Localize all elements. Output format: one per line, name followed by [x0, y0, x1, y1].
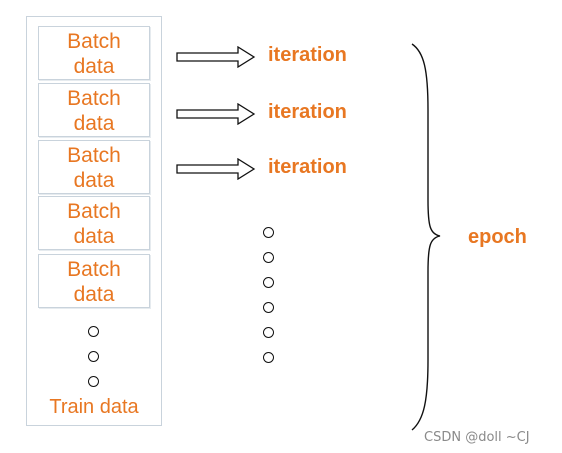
ellipsis-dot [88, 326, 99, 337]
right-arrow-icon [176, 103, 256, 125]
batch-label-line2: data [73, 112, 115, 135]
right-arrow-icon [176, 46, 256, 68]
batch-label-line1: Batch [67, 87, 121, 110]
ellipsis-dot [88, 376, 99, 387]
batch-label-line1: Batch [67, 200, 121, 223]
ellipsis-dot [263, 252, 274, 263]
batch-data-block-5: Batch data [38, 254, 150, 308]
ellipsis-dot [263, 327, 274, 338]
ellipsis-dot [263, 302, 274, 313]
batch-label-line2: data [73, 283, 115, 306]
batch-label-line1: Batch [67, 144, 121, 167]
ellipsis-dot [263, 352, 274, 363]
batch-label-line2: data [73, 55, 115, 78]
batch-data-block-1: Batch data [38, 26, 150, 80]
batch-label-line2: data [73, 169, 115, 192]
iteration-label: iteration [268, 101, 347, 123]
iteration-label: iteration [268, 44, 347, 66]
right-arrow-icon [176, 158, 256, 180]
batch-label-line1: Batch [67, 30, 121, 53]
ellipsis-dot [88, 351, 99, 362]
batch-data-block-2: Batch data [38, 83, 150, 137]
batch-label-line1: Batch [67, 258, 121, 281]
epoch-label: epoch [468, 226, 527, 248]
batch-data-block-4: Batch data [38, 196, 150, 250]
ellipsis-dot [263, 277, 274, 288]
batch-data-block-3: Batch data [38, 140, 150, 194]
watermark: CSDN @doll ~CJ [424, 430, 530, 445]
iteration-label: iteration [268, 156, 347, 178]
train-data-label: Train data [49, 396, 139, 418]
ellipsis-dot [263, 227, 274, 238]
batch-label-line2: data [73, 225, 115, 248]
train-data-box [26, 16, 162, 426]
